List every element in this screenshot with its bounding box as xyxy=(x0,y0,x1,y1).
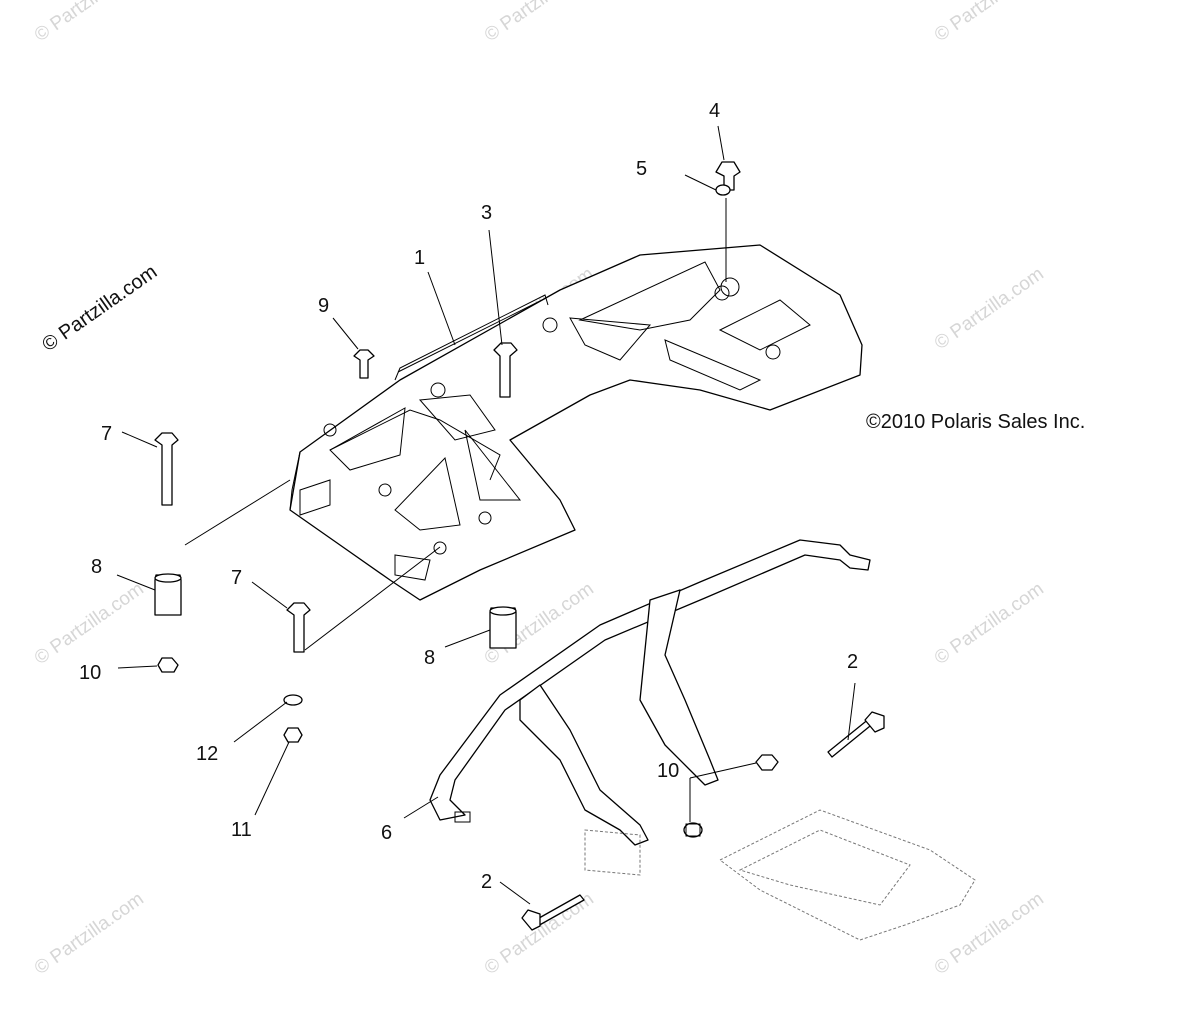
callout-5: 5 xyxy=(636,158,647,180)
callout-1: 1 xyxy=(414,247,425,269)
callout-7: 7 xyxy=(231,567,242,589)
leader-lines xyxy=(116,125,856,905)
watermark-faded: © Partzilla.com xyxy=(931,888,1048,979)
callout-6: 6 xyxy=(381,822,392,844)
support-frame-part-6 xyxy=(429,539,871,846)
callout-10: 10 xyxy=(657,760,679,782)
copyright-notice: ©2010 Polaris Sales Inc. xyxy=(866,411,1085,433)
watermark-faded: © Partzilla.com xyxy=(931,0,1048,46)
watermark-faded: © Partzilla.com xyxy=(31,888,148,979)
watermark-faded: © Partzilla.com xyxy=(31,0,148,46)
callout-2: 2 xyxy=(481,871,492,893)
callout-8: 8 xyxy=(424,647,435,669)
callout-8: 8 xyxy=(91,556,102,578)
rear-rack-part-1 xyxy=(289,244,863,601)
callout-12: 12 xyxy=(196,743,218,765)
watermark-faded: © Partzilla.com xyxy=(31,578,148,669)
watermark-faded: © Partzilla.com xyxy=(931,263,1048,354)
mounting-bracket-outline xyxy=(584,809,976,941)
callout-labels: 1 2 2 3 4 5 6 7 7 8 8 9 10 10 11 12 xyxy=(79,100,858,893)
watermark-primary: © Partzilla.com xyxy=(38,261,161,356)
callout-11: 11 xyxy=(231,819,252,841)
hardware-parts xyxy=(154,161,885,931)
callout-7: 7 xyxy=(101,423,112,445)
callout-4: 4 xyxy=(709,100,720,122)
callout-9: 9 xyxy=(318,295,329,317)
watermark-faded: © Partzilla.com xyxy=(931,578,1048,669)
watermark-faded: © Partzilla.com xyxy=(481,0,598,46)
callout-2: 2 xyxy=(847,651,858,673)
callout-10: 10 xyxy=(79,662,101,684)
callout-3: 3 xyxy=(481,202,492,224)
